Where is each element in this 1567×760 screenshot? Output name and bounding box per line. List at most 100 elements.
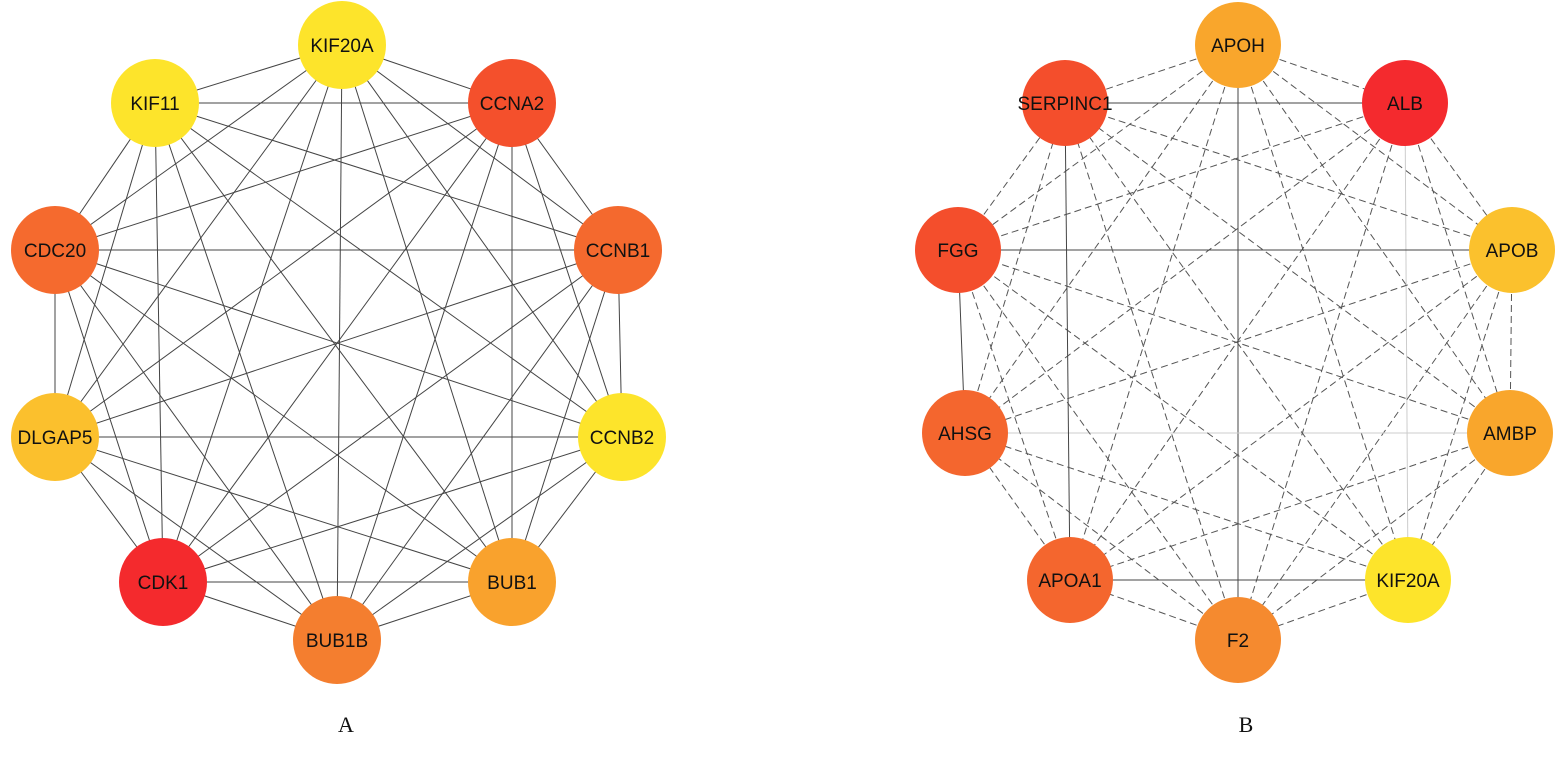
edge-apoh-ambp: [1237, 44, 1511, 434]
node-cdk1: [119, 538, 207, 626]
edge-bub1b-dlgap5: [54, 436, 338, 641]
edge-apoh-kif20a: [1237, 44, 1409, 581]
edge-ccna2-cdk1: [162, 102, 513, 583]
edge-f2-fgg: [957, 249, 1239, 641]
node-bub1: [468, 538, 556, 626]
edge-dlgap5-kif11: [54, 102, 156, 438]
node-label: KIF20A: [310, 36, 374, 57]
edge-ccnb1-kif11: [154, 102, 619, 251]
edge-kif20a-ahsg: [964, 432, 1409, 581]
edge-kif20a-f2: [1237, 579, 1409, 641]
node-apob: [1469, 207, 1555, 293]
node-bub1b: [293, 596, 381, 684]
edge-apoh-ahsg: [964, 44, 1239, 434]
node-serpinc1: [1022, 60, 1108, 146]
edge-alb-kif20a: [1404, 102, 1409, 581]
node-kif20a: [298, 1, 386, 89]
edge-alb-f2: [1237, 102, 1406, 641]
edge-cdk1-kif11: [154, 102, 164, 583]
node-ccnb1: [574, 206, 662, 294]
edge-alb-fgg: [957, 102, 1406, 251]
edge-apoa1-ahsg: [964, 432, 1071, 581]
edge-apoh-fgg: [957, 44, 1239, 251]
node-ahsg: [922, 390, 1008, 476]
edge-apoh-apoa1: [1069, 44, 1239, 581]
node-ccnb2: [578, 393, 666, 481]
node-label: BUB1: [487, 573, 537, 594]
edge-apob-kif20a: [1407, 249, 1513, 581]
node-fgg: [915, 207, 1001, 293]
edge-bub1b-kif11: [154, 102, 338, 641]
node-label: KIF20A: [1376, 571, 1440, 592]
node-label: SERPINC1: [1017, 94, 1112, 115]
edge-ambp-serpinc1: [1064, 102, 1511, 434]
edge-ccnb2-cdk1: [162, 436, 623, 583]
edge-ambp-fgg: [957, 249, 1511, 434]
node-ambp: [1467, 390, 1553, 476]
edge-alb-ahsg: [964, 102, 1406, 434]
node-kif11: [111, 59, 199, 147]
edge-kif20a-ccnb2: [341, 44, 623, 438]
edge-apob-serpinc1: [1064, 102, 1513, 251]
edge-f2-serpinc1: [1064, 102, 1239, 641]
edge-ccnb1-dlgap5: [54, 249, 619, 438]
node-label: F2: [1227, 631, 1249, 652]
node-apoa1: [1027, 537, 1113, 623]
node-label: DLGAP5: [18, 428, 93, 449]
node-label: CCNB2: [590, 428, 654, 449]
panel-a-caption: A: [338, 712, 354, 737]
edge-ambp-apoa1: [1069, 432, 1511, 581]
node-cdc20: [11, 206, 99, 294]
edge-kif20a-cdc20: [54, 44, 343, 251]
node-label: AHSG: [938, 424, 992, 445]
edge-ccnb2-cdc20: [54, 249, 623, 438]
edge-alb-apob: [1404, 102, 1513, 251]
node-label: ALB: [1387, 94, 1423, 115]
edge-ccnb2-kif11: [154, 102, 623, 438]
edge-apoh-apob: [1237, 44, 1513, 251]
edge-bub1-cdc20: [54, 249, 513, 583]
node-apoh: [1195, 2, 1281, 88]
node-ccna2: [468, 59, 556, 147]
edge-ccnb1-bub1: [511, 249, 619, 583]
node-label: AMBP: [1483, 424, 1537, 445]
edge-f2-ahsg: [964, 432, 1239, 641]
panel-b-caption: B: [1238, 712, 1254, 737]
edge-ccna2-cdc20: [54, 102, 513, 251]
node-label: CDK1: [138, 573, 189, 594]
node-kif20a: [1365, 537, 1451, 623]
edge-apoa1-serpinc1: [1064, 102, 1071, 581]
edge-ahsg-serpinc1: [964, 102, 1066, 434]
node-dlgap5: [11, 393, 99, 481]
node-label: APOH: [1211, 36, 1265, 57]
node-label: APOA1: [1038, 571, 1101, 592]
node-label: CDC20: [24, 241, 86, 262]
edge-bub1-dlgap5: [54, 436, 513, 583]
edge-alb-ambp: [1404, 102, 1511, 434]
edge-apob-f2: [1237, 249, 1513, 641]
edge-apob-ahsg: [964, 249, 1513, 434]
node-f2: [1195, 597, 1281, 683]
edge-apob-apoa1: [1069, 249, 1513, 581]
edge-ccna2-ccnb2: [511, 102, 623, 438]
node-label: KIF11: [130, 94, 179, 115]
edge-ccnb1-cdk1: [162, 249, 619, 583]
edge-apoh-serpinc1: [1064, 44, 1239, 104]
edge-kif20a-dlgap5: [54, 44, 343, 438]
edge-cdk1-cdc20: [54, 249, 164, 583]
edge-kif20a-cdk1: [162, 44, 343, 583]
node-label: CCNB1: [586, 241, 650, 262]
edge-kif20a-serpinc1: [1064, 102, 1409, 581]
edge-bub1b-cdc20: [54, 249, 338, 641]
edge-bub1-kif11: [154, 102, 513, 583]
edge-apoa1-fgg: [957, 249, 1071, 581]
edge-apob-ambp: [1509, 249, 1513, 434]
node-label: APOB: [1486, 241, 1539, 262]
edge-fgg-serpinc1: [957, 102, 1066, 251]
node-label: BUB1B: [306, 631, 368, 652]
node-label: CCNA2: [480, 94, 544, 115]
network-panel-b: APOHALBAPOBAMBPKIF20AF2APOA1AHSGFGGSERPI…: [915, 2, 1555, 683]
edge-kif20a-fgg: [957, 249, 1409, 581]
